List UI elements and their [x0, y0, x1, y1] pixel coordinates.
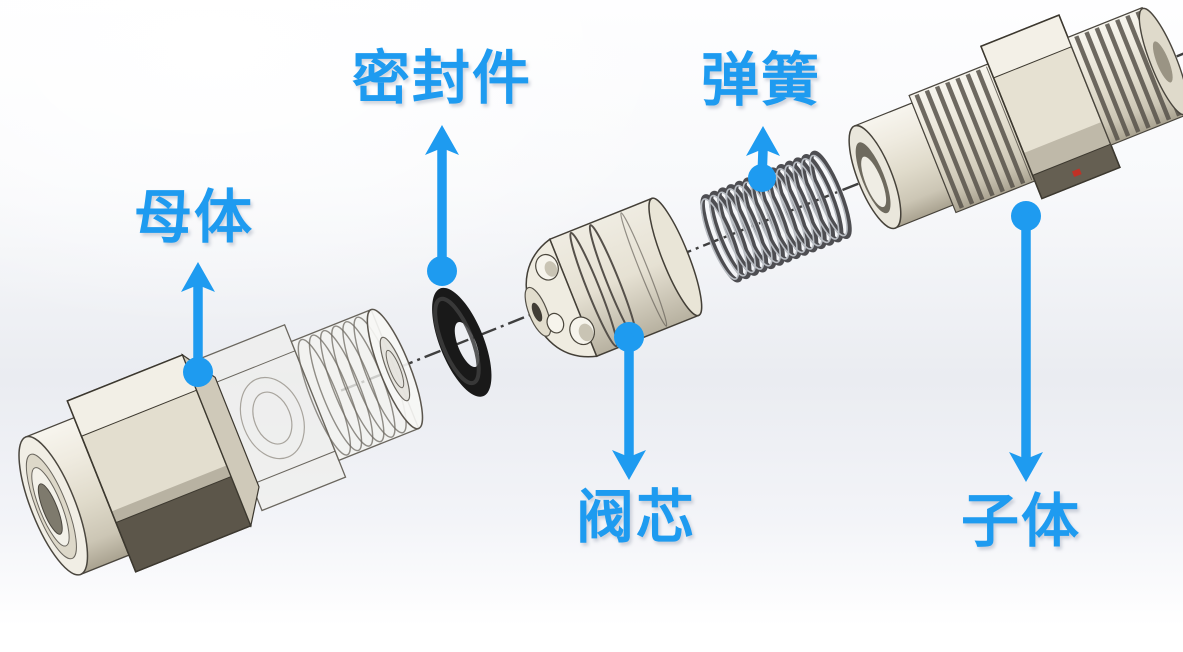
label-seal: 密封件	[351, 46, 533, 111]
label-spring: 弹簧	[700, 48, 822, 113]
part-child-body	[848, 6, 1183, 230]
mother-body-arrow	[181, 262, 215, 387]
part-spring	[694, 149, 856, 284]
child-body-arrow	[1009, 201, 1043, 482]
seal-arrow	[425, 125, 459, 286]
label-mother-body: 母体	[133, 185, 255, 250]
label-child-body: 子体	[960, 489, 1082, 554]
part-mother-body	[18, 308, 424, 576]
red-mark	[1071, 168, 1082, 178]
valve-core-arrow	[612, 322, 646, 480]
label-valve-core: 阀芯	[575, 485, 697, 550]
part-valve-core	[524, 197, 703, 358]
spring-arrow	[746, 126, 780, 192]
part-seal-oring	[432, 287, 492, 397]
